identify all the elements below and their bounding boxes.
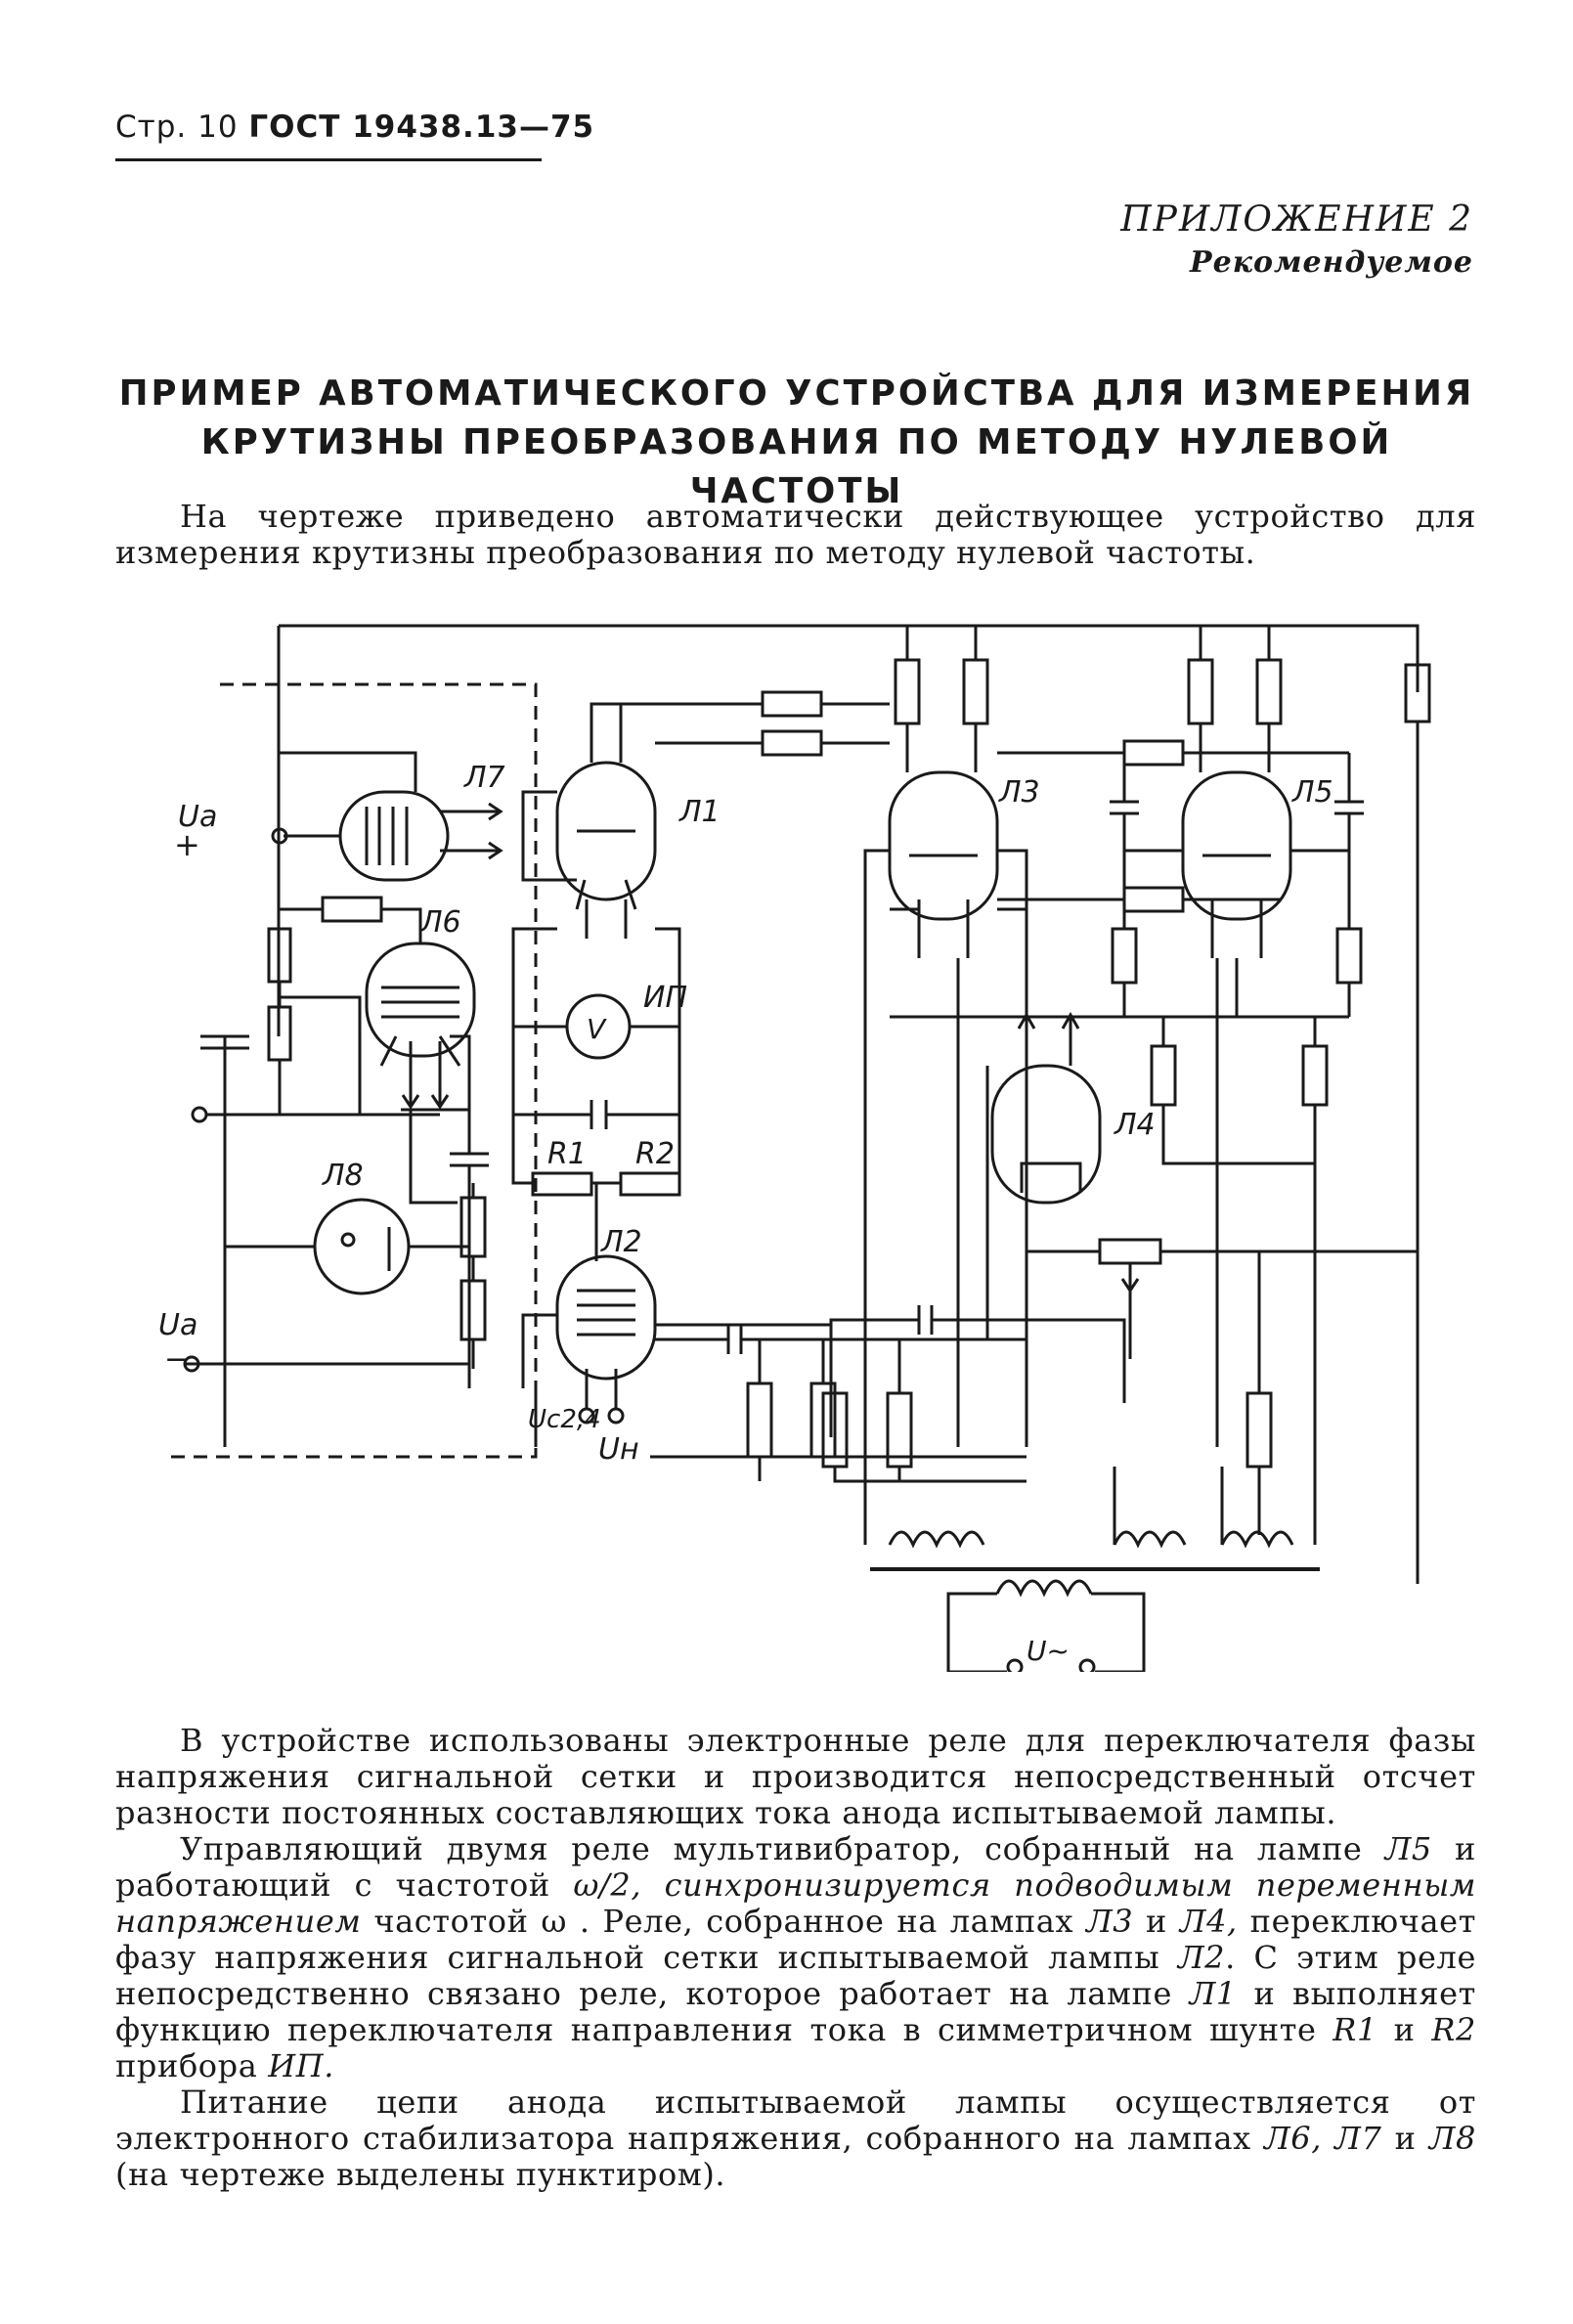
lamp-l3 — [888, 770, 999, 958]
label-ucg: Uc2,4 — [528, 1405, 601, 1434]
document-title: ПРИМЕР АВТОМАТИЧЕСКОГО УСТРОЙСТВА ДЛЯ ИЗ… — [117, 370, 1476, 516]
circuit-schematic: Ua + Л7 Л6 Л8 Ua − Л1 — [158, 624, 1431, 1672]
body-paragraph-2: Управляющий двумя реле мультивибратор, с… — [115, 1830, 1477, 2084]
label-l5: Л5 — [1291, 775, 1333, 810]
page-number: Стр. 10 — [115, 110, 239, 145]
label-un: Uн — [598, 1432, 639, 1467]
standard-code: ГОСТ 19438.13—75 — [248, 110, 595, 145]
lamp-l7 — [338, 790, 503, 882]
header-rule — [115, 158, 542, 161]
label-r2: R2 — [635, 1137, 675, 1171]
label-l8: Л8 — [322, 1159, 364, 1193]
stabilizer-boundary — [171, 682, 538, 1459]
body-paragraph-3: Питание цепи анода испытываемой лампы ос… — [115, 2083, 1476, 2193]
intro-paragraph: На чертеже приведено автоматически дейст… — [115, 499, 1476, 571]
label-v: V — [587, 1013, 607, 1045]
lamp-l1 — [555, 761, 657, 939]
label-ip: ИП — [643, 981, 687, 1015]
label-plus: + — [174, 826, 200, 863]
label-l6: Л6 — [419, 905, 461, 940]
lamp-l4 — [990, 1011, 1102, 1205]
label-l3: Л3 — [998, 775, 1040, 810]
body-paragraph-1: В устройстве использованы электронные ре… — [115, 1722, 1476, 1831]
lamp-l2 — [555, 1254, 657, 1408]
label-minus: − — [164, 1342, 189, 1377]
page-header: Стр. 10 ГОСТ 19438.13—75 — [115, 110, 594, 145]
label-ua-bottom: Ua — [158, 1308, 197, 1342]
label-ua-top: Ua — [178, 800, 217, 834]
appendix-label: ПРИЛОЖЕНИЕ 2 — [1120, 199, 1473, 240]
label-r1: R1 — [547, 1137, 587, 1171]
appendix-status: Рекомендуемое — [1190, 245, 1473, 280]
lamp-l5 — [1181, 770, 1292, 958]
title-line-1: ПРИМЕР АВТОМАТИЧЕСКОГО УСТРОЙСТВА ДЛЯ ИЗ… — [118, 373, 1475, 414]
appendix-block: ПРИЛОЖЕНИЕ 2 Рекомендуемое — [1120, 198, 1473, 285]
label-l4: Л4 — [1114, 1108, 1156, 1142]
title-line-2: КРУТИЗНЫ ПРЕОБРАЗОВАНИЯ ПО МЕТОДУ НУЛЕВО… — [200, 422, 1393, 511]
lamp-l8 — [313, 1198, 411, 1295]
label-uac: U~ — [1027, 1635, 1070, 1667]
body-text: В устройстве использованы электронные ре… — [115, 1723, 1476, 2193]
label-l1: Л1 — [678, 795, 721, 829]
intro-text: На чертеже приведено автоматически дейст… — [115, 498, 1476, 571]
top-rail — [279, 624, 1420, 692]
lamp-l6 — [365, 942, 476, 1110]
label-l7: Л7 — [463, 761, 505, 795]
label-l2: Л2 — [600, 1225, 642, 1259]
transformer — [863, 1447, 1320, 1672]
